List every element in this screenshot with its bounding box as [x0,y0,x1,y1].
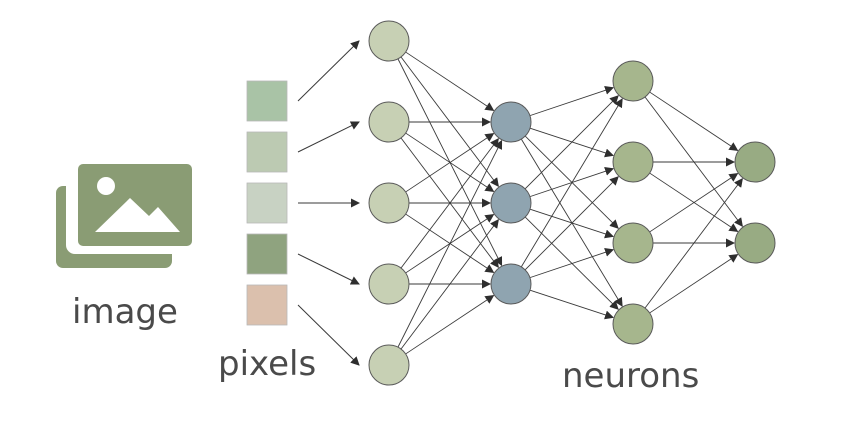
neuron-hidden-2 [612,60,654,102]
connection-edge [524,95,619,190]
neuron-hidden-1 [490,263,532,305]
pixels-label: pixels [218,344,317,384]
pixel-square [246,131,288,173]
pixel-square [246,284,288,326]
neuron-hidden-2 [612,222,654,264]
neuron-hidden-1 [490,182,532,224]
mountain-icon [95,198,180,232]
connection-edge [529,85,615,117]
neuron-output [734,141,776,183]
sun-icon [97,177,115,195]
connection-edge [405,213,495,273]
neurons-label: neurons [562,356,700,396]
pixel-to-neuron-arrows [297,40,360,366]
neuron-input [368,20,410,62]
connection-edge [405,51,495,111]
pixel-square [246,80,288,122]
connection-edge [649,91,739,151]
connection-edge [649,254,739,314]
neuron-hidden-2 [612,303,654,345]
connection-edge [405,133,495,193]
connection-edge [529,247,615,279]
connection-edge [649,173,739,233]
network-connections [397,51,743,355]
input-arrow [297,253,360,285]
connection-edge [524,176,619,271]
pixel-square [246,233,288,275]
connection-edge [649,172,739,232]
neuron-input [368,101,410,143]
connection-edge [405,132,495,192]
image-label: image [72,292,178,332]
neuron-hidden-2 [612,141,654,183]
neuron-output [734,222,776,264]
connection-edge [405,295,495,355]
input-arrow [297,40,360,102]
image-gallery-icon [56,154,200,268]
pixel-square [246,182,288,224]
pixel-column [246,80,288,326]
neuron-input [368,344,410,386]
input-arrow [297,121,360,153]
connection-edge [520,98,623,268]
connection-edge [397,139,503,348]
input-arrow [297,304,360,366]
neuron-input [368,263,410,305]
connection-edge [529,289,614,320]
neuron-input [368,182,410,224]
network-neurons [368,20,776,386]
neuron-hidden-1 [490,101,532,143]
connection-edge [400,218,499,350]
connection-edge [644,177,743,309]
connection-edge [400,137,499,269]
